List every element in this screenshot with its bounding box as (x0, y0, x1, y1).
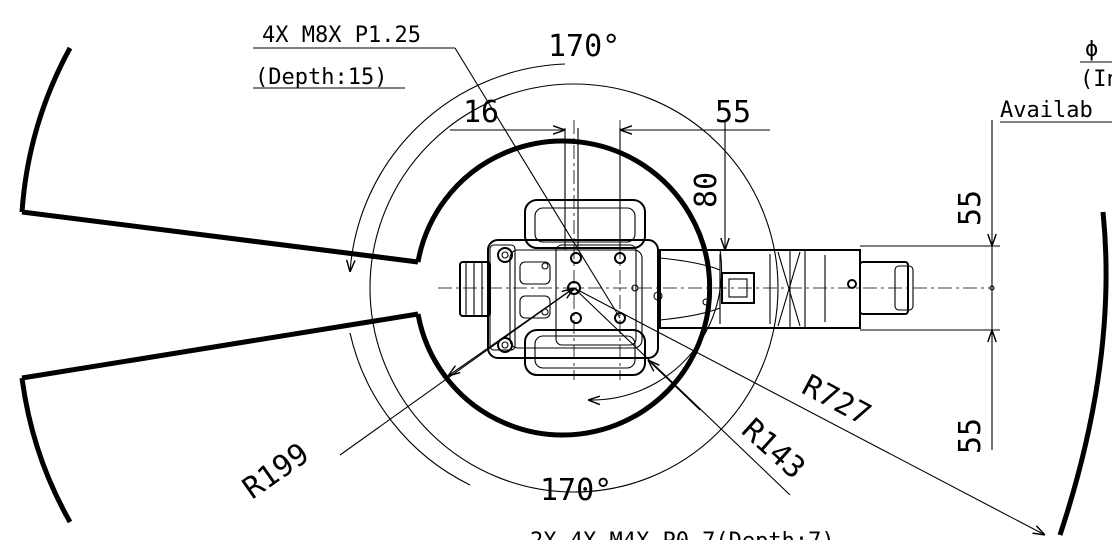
notes: 4X M8X P1.25 (Depth:15) 2X 4X M4X P0.7(D… (255, 23, 1112, 540)
reference-circles (349, 63, 779, 493)
label-width-16: 16 (463, 95, 499, 130)
base-bottom-cap (524, 329, 646, 376)
bolt-hole-1 (570, 252, 582, 264)
small-hole-d (653, 291, 663, 301)
label-angle-top: 170° (548, 29, 620, 64)
arm-square-port-inner (728, 278, 748, 298)
mount-hole-top-left (497, 247, 513, 263)
arm-hole (702, 298, 710, 306)
arm-diag-2 (777, 251, 801, 327)
label-radius-727: R727 (796, 368, 876, 433)
base-bottom-cap-inner (534, 335, 636, 369)
envelope-right-arc (1057, 211, 1109, 536)
angle-arc-top-170 (350, 63, 566, 272)
joint1-housing (555, 244, 637, 346)
bolt-hole-3 (570, 312, 582, 324)
label-radius-199: R199 (237, 436, 316, 506)
label-right-55-lower: 55 (953, 418, 988, 454)
reach-circle-thin (369, 83, 779, 493)
base-left-block (489, 244, 516, 351)
robot-base (459, 199, 663, 376)
note-clipped-right-3: Availab (1000, 98, 1093, 123)
work-envelope (19, 46, 1109, 536)
radius-143-line (573, 287, 791, 496)
thread-note-leader (454, 47, 621, 319)
bolt-hole-2 (614, 252, 626, 264)
label-height-80: 80 (689, 172, 724, 208)
dimension-lines (253, 47, 1112, 535)
robot-arm (659, 249, 914, 329)
cable-connector-left (459, 261, 491, 317)
envelope-lower-ray (21, 311, 419, 381)
radius-727-line (573, 287, 1045, 535)
envelope-upper-ray (21, 209, 419, 265)
radius-199-inner (448, 287, 575, 376)
base-window-bottom (519, 295, 551, 319)
base-inner-plate (509, 249, 643, 349)
bolt-hole-4 (614, 312, 626, 324)
base-plate (487, 239, 659, 359)
dimension-labels: 170° 170° 16 55 80 55 55 R199 R143 R727 (237, 29, 988, 508)
mount-hole-top-left-inner (501, 251, 509, 259)
end-effector-hole (847, 279, 857, 289)
envelope-left-lower-arc (19, 377, 73, 524)
arm-square-port (721, 272, 755, 304)
label-angle-bottom: 170° (540, 473, 612, 508)
note-clipped-right-1: ϕ (1085, 37, 1098, 62)
base-top-cap (524, 199, 646, 249)
end-effector-flange (859, 261, 909, 315)
swing-arc-small (588, 249, 723, 400)
label-width-55: 55 (715, 95, 751, 130)
small-hole-c (631, 284, 639, 292)
angle-arc-bottom-170 (349, 332, 471, 486)
mount-hole-bottom-left-inner (501, 341, 509, 349)
note-clipped-right-2: (In (1080, 67, 1112, 92)
mount-hole-bottom-left (497, 337, 513, 353)
label-radius-143: R143 (735, 412, 812, 486)
envelope-inner-arc (415, 138, 713, 438)
envelope-left-upper-arc (19, 46, 73, 213)
arm-link-outline (659, 249, 861, 329)
radius-143-arrow (648, 360, 701, 411)
small-hole-a (541, 262, 549, 270)
base-window-top (519, 261, 551, 285)
base-top-cap-inner (534, 207, 636, 243)
note-thread-top: 4X M8X P1.25 (262, 23, 421, 48)
note-thread-top-depth: (Depth:15) (255, 65, 387, 90)
note-thread-bottom: 2X 4X M4X P0.7(Depth:7) (530, 529, 835, 540)
end-effector-cap (894, 265, 914, 311)
dim-right-center-dot (989, 285, 995, 291)
label-right-55-upper: 55 (953, 190, 988, 226)
